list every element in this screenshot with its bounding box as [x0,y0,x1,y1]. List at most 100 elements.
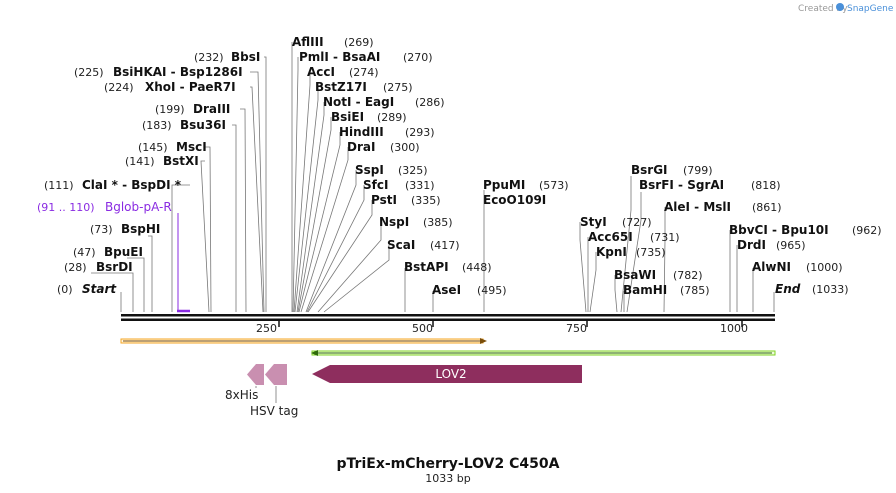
primer-name[interactable]: Bglob-pA-R [105,200,172,214]
enzyme-bstz17i[interactable]: BstZ17I [315,80,367,94]
enzyme-bpuei[interactable]: BpuEI [104,245,143,259]
primer-range: (91 .. 110) [37,201,95,214]
feature-8xhis-label: 8xHis [225,388,258,402]
backbone-bottom-strand [121,318,775,321]
enzyme-bsawi-pos: (782) [673,269,703,282]
enzyme-xhoi-pos: (224) [104,81,134,94]
enzyme-bsrdi[interactable]: BsrDI [96,260,133,274]
enzyme-noti-eagi-pos: (286) [415,96,445,109]
enzyme-bamhi[interactable]: BamHI [623,283,667,297]
enzyme-bsrgi-pos: (799) [683,164,713,177]
enzyme-acc65i-pos: (731) [650,231,680,244]
snapgene-logo-icon [836,3,844,11]
enzyme-bsrfi-sgrai[interactable]: BsrFI - SgrAI [639,178,724,192]
plasmid-title: pTriEx-mCherry-LOV2 C450A [337,456,560,472]
enzyme-clai-bspdi[interactable]: ClaI * - BspDI * [82,178,182,192]
enzyme-kpni-pos: (735) [636,246,666,259]
enzyme-bsu36i-pos: (183) [142,119,172,132]
tick-label-1000: 1000 [720,322,748,335]
orf-reverse[interactable] [311,350,776,356]
enzyme-alei-msli[interactable]: AleI - MslI [664,200,731,214]
enzyme-alei-msli-pos: (861) [752,201,782,214]
enzyme-acci-pos: (274) [349,66,379,79]
enzyme-acc65i[interactable]: Acc65I [588,230,633,244]
start-label: Start [82,282,117,296]
enzyme-drai-pos: (300) [390,141,420,154]
enzyme-psti-pos: (335) [411,194,441,207]
enzyme-afliii[interactable]: AflIII [292,35,324,49]
enzyme-scai-pos: (417) [430,239,460,252]
feature-lov2-arrow[interactable] [312,365,582,383]
enzyme-bsu36i[interactable]: Bsu36I [180,118,226,132]
enzyme-bsiei-pos: (289) [377,111,407,124]
backbone-top-strand [121,314,775,317]
created-by-text: Created by [798,4,848,14]
enzyme-bstxi-pos: (141) [125,155,155,168]
enzyme-nspi[interactable]: NspI [379,215,409,229]
enzyme-sspi[interactable]: SspI [355,163,384,177]
snapgene-brand: SnapGene [847,4,894,14]
enzyme-drai[interactable]: DraI [347,140,375,154]
enzyme-pmli-bsaai[interactable]: PmlI - BsaAI [299,50,380,64]
enzyme-styi-pos: (727) [622,216,652,229]
enzyme-asei-pos: (495) [477,284,507,297]
tick-label-250: 250 [256,322,277,335]
enzyme-bsiei[interactable]: BsiEI [331,110,364,124]
enzyme-bstapi[interactable]: BstAPI [404,260,449,274]
enzyme-bsihkai-bsp1286i[interactable]: BsiHKAI - Bsp1286I [113,65,243,79]
enzyme-bamhi-pos: (785) [680,284,710,297]
enzyme-msci-pos: (145) [138,141,168,154]
enzyme-asei[interactable]: AseI [432,283,461,297]
feature-hsv-tag-label: HSV tag [250,404,298,418]
enzyme-connectors [91,42,775,313]
enzyme-alwni[interactable]: AlwNI [752,260,791,274]
enzyme-bpuei-pos: (47) [73,246,96,259]
orf-forward[interactable] [120,338,487,344]
enzyme-nspi-pos: (385) [423,216,453,229]
enzyme-bstapi-pos: (448) [462,261,492,274]
enzyme-acci[interactable]: AccI [307,65,335,79]
enzyme-bsihkai-pos: (225) [74,66,104,79]
enzyme-ecoo109i[interactable]: EcoO109I [483,193,546,207]
enzyme-bsrdi-pos: (28) [64,261,87,274]
enzyme-sfci[interactable]: SfcI [363,178,388,192]
enzyme-drdi-pos: (965) [776,239,806,252]
enzyme-bbvci-bpu10i-pos: (962) [852,224,882,237]
enzyme-hindiii-pos: (293) [405,126,435,139]
feature-8xhis-arrow[interactable] [247,364,264,385]
tick-label-500: 500 [412,322,433,335]
start-pos: (0) [57,283,73,296]
plasmid-length: 1033 bp [425,472,470,485]
enzyme-bsrfi-sgrai-pos: (818) [751,179,781,192]
enzyme-bbsi[interactable]: BbsI [231,50,260,64]
enzyme-styi[interactable]: StyI [580,215,607,229]
feature-hsv-tag-arrow[interactable] [265,364,287,385]
tick-label-750: 750 [566,322,587,335]
enzyme-hindiii[interactable]: HindIII [339,125,384,139]
enzyme-sfci-pos: (331) [405,179,435,192]
enzyme-xhoi-paer7i[interactable]: XhoI - PaeR7I [145,80,236,94]
enzyme-msci[interactable]: MscI [176,140,207,154]
enzyme-psti[interactable]: PstI [371,193,397,207]
enzyme-drdi[interactable]: DrdI [737,238,766,252]
enzyme-ppumi[interactable]: PpuMI [483,178,525,192]
enzyme-clai-pos: (111) [44,179,74,192]
enzyme-kpni[interactable]: KpnI [596,245,627,259]
enzyme-bbsi-pos: (232) [194,51,224,64]
enzyme-bsrgi[interactable]: BsrGI [631,163,668,177]
enzyme-draiii[interactable]: DraIII [193,102,230,116]
enzyme-bbvci-bpu10i[interactable]: BbvCI - Bpu10I [729,223,829,237]
enzyme-sspi-pos: (325) [398,164,428,177]
enzyme-bstxi[interactable]: BstXI [163,154,199,168]
enzyme-bsawi[interactable]: BsaWI [614,268,656,282]
enzyme-bsphi[interactable]: BspHI [121,222,160,236]
enzyme-bsphi-pos: (73) [90,223,113,236]
enzyme-draiii-pos: (199) [155,103,185,116]
enzyme-pmli-bsaai-pos: (270) [403,51,433,64]
enzyme-ppumi-pos: (573) [539,179,569,192]
end-pos: (1033) [812,283,849,296]
enzyme-scai[interactable]: ScaI [387,238,415,252]
ruler-ticks [278,321,743,327]
enzyme-noti-eagi[interactable]: NotI - EagI [323,95,394,109]
